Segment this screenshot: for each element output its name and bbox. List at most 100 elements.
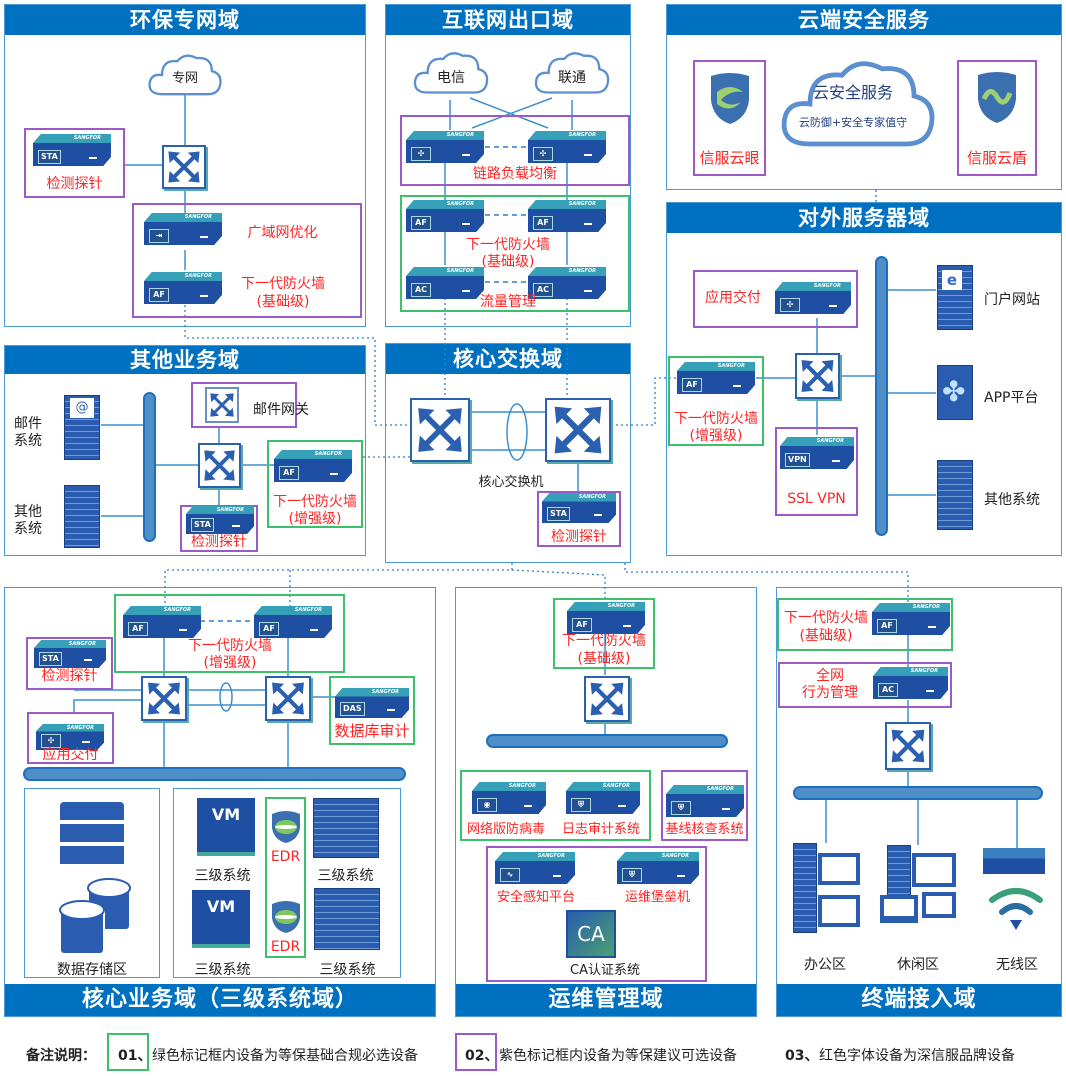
antivirus-label: 网络版防病毒	[466, 822, 545, 837]
system-label: 三级系统	[319, 962, 376, 978]
app-delivery-box	[27, 712, 114, 764]
edr-label: EDR	[270, 939, 301, 955]
switch-icon	[265, 676, 311, 721]
vm-icon: VM	[192, 890, 250, 948]
database-icon	[59, 878, 131, 955]
probe-label: 检测探针	[46, 176, 103, 192]
network-bus	[486, 734, 728, 748]
cloud-service-icon	[778, 56, 938, 152]
switch-icon	[584, 676, 630, 722]
optional-ops-box	[486, 846, 707, 982]
switch-icon	[162, 145, 206, 189]
load-balancer-device-icon: SANGFOR✣	[528, 131, 606, 163]
firewall-label: 下一代防火墙	[241, 276, 325, 292]
wan-optimizer-device-icon: SANGFOR⇥	[144, 213, 222, 245]
zone-label: 办公区	[804, 957, 846, 973]
firewall-level: (增强级)	[689, 428, 743, 444]
cloud-telecom-label: 电信	[437, 70, 465, 86]
network-bus	[23, 767, 406, 781]
app-delivery-label: 应用交付	[42, 747, 99, 763]
legend-green-swatch	[107, 1033, 149, 1071]
wan-optimizer-label: 广域网优化	[247, 225, 318, 241]
pc-tower-icon	[887, 845, 911, 901]
app-grid-icon: ✤	[942, 375, 966, 408]
firewall-box	[267, 440, 363, 528]
monitor-icon	[922, 892, 956, 918]
wifi-icon	[989, 888, 1043, 930]
mail-gateway-label: 邮件网关	[253, 402, 309, 418]
edr-label: EDR	[270, 849, 301, 865]
other-server-icon	[937, 460, 973, 530]
panel-title: 运维管理域	[456, 984, 756, 1016]
pc-tower-icon	[793, 843, 817, 933]
legend-text-3: 红色字体设备为深信服品牌设备	[819, 1048, 1015, 1064]
load-balancer-label: 链路负载均衡	[473, 166, 557, 182]
rack-server-icon	[313, 798, 379, 858]
server-label: 其他系统	[984, 492, 1040, 508]
fw-ac-box	[400, 195, 630, 312]
server-bus	[143, 392, 156, 542]
app-delivery-device-icon: SANGFOR✣	[775, 282, 851, 314]
panel-title: 终端接入域	[777, 984, 1061, 1016]
edr-box	[265, 797, 306, 958]
firewall-level: (基础级)	[481, 254, 535, 270]
legend-num-3: 03、	[785, 1048, 819, 1064]
ie-logo-icon: e	[942, 270, 962, 290]
firewall-level: (增强级)	[288, 511, 342, 527]
ca-icon: CA	[566, 910, 616, 958]
antivirus-device-icon: SANGFOR◉	[472, 782, 546, 814]
cloud-eye-label: 信服云眼	[699, 149, 760, 167]
cloud-label: 专网	[171, 71, 198, 86]
firewall-label: 下一代防火墙	[188, 638, 272, 654]
level3-zone-box	[173, 788, 401, 978]
monitor-icon	[818, 895, 860, 927]
probe-label: 检测探针	[551, 529, 607, 545]
legend-title: 备注说明：	[26, 1048, 96, 1064]
panel-title: 对外服务器域	[667, 203, 1061, 233]
ssl-vpn-box	[775, 427, 858, 516]
cloud-service-title: 云安全服务	[812, 83, 893, 102]
baseline-device-icon: SANGFOR⛨	[666, 785, 744, 817]
system-label: 三级系统	[194, 868, 251, 884]
wan-fw-box	[132, 203, 362, 318]
load-balancer-box	[400, 115, 630, 186]
log-audit-label: 日志审计系统	[561, 822, 640, 837]
app-delivery-device-icon: SANGFOR✣	[36, 724, 104, 750]
edr-logo-icon	[272, 901, 300, 933]
storage-zone-box	[24, 788, 160, 978]
firewall-level: (基础级)	[577, 651, 631, 667]
log-audit-device-icon: SANGFOR⛨	[566, 782, 640, 814]
cloud-eye-box[interactable]	[693, 60, 766, 176]
ssl-vpn-label: SSL VPN	[787, 491, 846, 507]
laptop-icon	[880, 895, 918, 923]
server-label: APP平台	[984, 390, 1039, 406]
probe-label: 检测探针	[191, 534, 247, 550]
situational-awareness-device-icon: SANGFOR∿	[495, 852, 575, 884]
panel-title: 互联网出口域	[386, 5, 630, 35]
storage-icon	[60, 802, 124, 868]
firewall-label: 下一代防火墙	[562, 633, 646, 649]
traffic-mgmt-label: 流量管理	[480, 294, 536, 310]
bastion-label: 运维堡垒机	[624, 890, 690, 905]
core-switch-label: 核心交换机	[478, 475, 544, 490]
firewall-label: 下一代防火墙	[466, 237, 550, 253]
other-system-label: 其他系统	[14, 504, 42, 537]
firewall-level: (增强级)	[203, 655, 257, 671]
panel-title: 核心交换域	[386, 344, 630, 374]
probe-box	[26, 637, 113, 690]
cloud-shield-box[interactable]	[957, 60, 1037, 176]
mail-gateway-box	[191, 382, 297, 428]
firewall-label: 下一代防火墙	[674, 411, 758, 427]
wireless-ap-icon	[983, 848, 1045, 874]
panel-terminal: 终端接入域	[776, 587, 1062, 1017]
behavior-mgmt-box	[778, 662, 952, 708]
switch-icon	[885, 722, 931, 770]
